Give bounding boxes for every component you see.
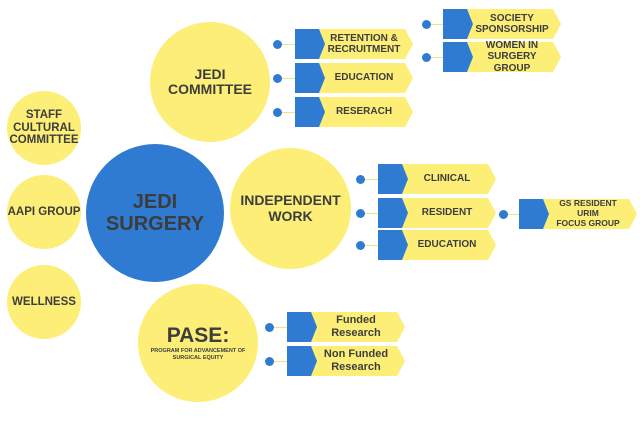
independent-work-node: INDEPENDENT WORK bbox=[230, 148, 351, 269]
pase-title: PASE: bbox=[166, 323, 230, 347]
tab-women-in-surgery-group: WOMEN IN SURGERY GROUP bbox=[443, 39, 561, 74]
tab-label: EDUCATION bbox=[334, 72, 394, 84]
connector-line bbox=[364, 213, 378, 214]
connector-dot bbox=[265, 357, 274, 366]
connector-dot bbox=[273, 108, 282, 117]
tab-independent-education: EDUCATION bbox=[378, 230, 496, 260]
pase-subtitle: PROGRAM FOR ADVANCEMENT OF SURGICAL EQUI… bbox=[150, 347, 246, 361]
connector-line bbox=[507, 214, 519, 215]
node-label: STAFF CULTURAL COMMITTEE bbox=[9, 109, 79, 147]
tab-non-funded-research: Non Funded Research bbox=[287, 346, 405, 376]
tab-funded-research: Funded Research bbox=[287, 312, 405, 342]
connector-dot bbox=[356, 241, 365, 250]
tab-society-sponsorship: SOCIETY SPONSORSHIP bbox=[443, 9, 561, 39]
node-label: INDEPENDENT WORK bbox=[240, 192, 341, 224]
connector-line bbox=[281, 78, 295, 79]
wellness-node: WELLNESS bbox=[7, 265, 81, 339]
arrow-tab-shape bbox=[443, 9, 561, 39]
arrow-tab-shape bbox=[295, 97, 413, 127]
jedi-committee-node: JEDI COMMITTEE bbox=[150, 22, 270, 142]
connector-dot bbox=[265, 323, 274, 332]
connector-line bbox=[430, 57, 443, 58]
connector-line bbox=[364, 245, 378, 246]
tab-label: RESIDENT bbox=[421, 207, 473, 219]
tab-label: SOCIETY SPONSORSHIP bbox=[475, 12, 549, 36]
center-label: JEDI SURGERY bbox=[105, 191, 205, 235]
node-label: AAPI GROUP bbox=[7, 205, 81, 218]
connector-dot bbox=[422, 53, 431, 62]
tab-reserach: RESERACH bbox=[295, 97, 413, 127]
tab-clinical: CLINICAL bbox=[378, 164, 496, 194]
connector-dot bbox=[356, 175, 365, 184]
tab-resident: RESIDENT bbox=[378, 198, 496, 228]
arrow-tab-shape bbox=[295, 63, 413, 93]
arrow-tab-shape bbox=[287, 346, 405, 376]
tab-retention-recruitment: RETENTION & RECRUITMENT bbox=[295, 29, 413, 59]
connector-line bbox=[281, 44, 295, 45]
connector-line bbox=[273, 327, 287, 328]
connector-line bbox=[273, 361, 287, 362]
tab-label: Non Funded Research bbox=[323, 348, 389, 373]
connector-line bbox=[430, 24, 443, 25]
arrow-tab-shape bbox=[378, 164, 496, 194]
arrow-tab-shape bbox=[378, 198, 496, 228]
connector-dot bbox=[273, 74, 282, 83]
connector-dot bbox=[273, 40, 282, 49]
connector-line bbox=[364, 179, 378, 180]
tab-label: RETENTION & RECRUITMENT bbox=[327, 32, 401, 56]
connector-line bbox=[281, 112, 295, 113]
tab-label: Funded Research bbox=[331, 314, 381, 339]
arrow-tab-shape bbox=[295, 29, 413, 59]
node-label: WELLNESS bbox=[12, 295, 76, 308]
pase-node: PASE: PROGRAM FOR ADVANCEMENT OF SURGICA… bbox=[138, 284, 258, 402]
tab-label: WOMEN IN SURGERY GROUP bbox=[485, 39, 539, 74]
connector-dot bbox=[499, 210, 508, 219]
tab-label: GS RESIDENT URIM FOCUS GROUP bbox=[556, 198, 620, 228]
connector-dot bbox=[356, 209, 365, 218]
tab-label: CLINICAL bbox=[423, 173, 471, 185]
tab-label: RESERACH bbox=[335, 106, 393, 118]
arrow-tab-shape bbox=[378, 230, 496, 260]
tab-jedi-education: EDUCATION bbox=[295, 63, 413, 93]
arrow-tab-shape bbox=[519, 199, 637, 229]
aapi-group-node: AAPI GROUP bbox=[7, 175, 81, 249]
tab-label: EDUCATION bbox=[417, 239, 477, 251]
tab-gs-resident-urim-focus-group: GS RESIDENT URIM FOCUS GROUP bbox=[519, 198, 637, 229]
arrow-tab-shape bbox=[287, 312, 405, 342]
node-label: JEDI COMMITTEE bbox=[168, 65, 252, 97]
connector-dot bbox=[422, 20, 431, 29]
staff-cultural-committee-node: STAFF CULTURAL COMMITTEE bbox=[7, 91, 81, 165]
jedi-surgery-center-node: JEDI SURGERY bbox=[86, 144, 224, 282]
arrow-tab-shape bbox=[443, 42, 561, 72]
